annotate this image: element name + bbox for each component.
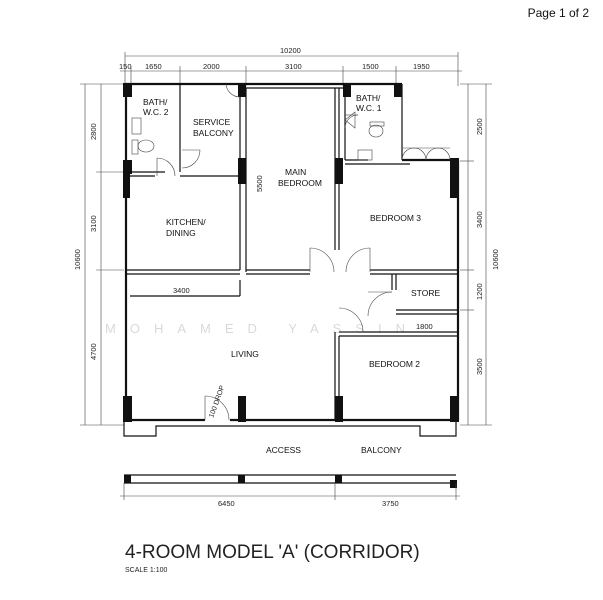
room-bath-wc1-line2: W.C. 1	[356, 103, 382, 113]
plan-scale: SCALE 1:100	[125, 567, 168, 574]
door-drop-text: 100 DROP	[208, 384, 226, 419]
plan-title: 4-ROOM MODEL 'A' (CORRIDOR)	[125, 542, 420, 563]
dim-top-seg-2: 2000	[203, 62, 220, 71]
room-bath-wc1-line1: BATH/	[356, 93, 381, 103]
room-bedroom3: BEDROOM 3	[370, 213, 421, 223]
doors	[156, 83, 451, 421]
room-kitchen-dining-line2: DINING	[166, 228, 196, 238]
dim-inner-3400: 3400	[173, 286, 190, 295]
dim-left-seg-2: 4700	[89, 343, 98, 360]
room-service-balcony-line1: SERVICE	[193, 117, 230, 127]
bottom-dimensions: 6450 3750	[120, 474, 460, 508]
dim-right-total: 10600	[491, 249, 500, 270]
dim-bottom-seg-0: 6450	[218, 499, 235, 508]
room-service-balcony-line2: BALCONY	[193, 128, 234, 138]
room-living: LIVING	[231, 349, 259, 359]
interior-walls	[126, 84, 458, 420]
dim-right-seg-2: 1200	[475, 283, 484, 300]
room-labels: BATH/ W.C. 2 SERVICE BALCONY MAIN BEDROO…	[143, 93, 440, 455]
dim-inner-5500: 5500	[255, 175, 264, 192]
left-dimensions: 10600 2800 3100 4700	[73, 83, 124, 426]
room-kitchen-dining-line1: KITCHEN/	[166, 217, 206, 227]
dim-left-total: 10600	[73, 249, 82, 270]
dim-top-seg-0: 150	[119, 62, 132, 71]
columns	[123, 83, 459, 422]
outer-walls	[123, 82, 460, 437]
room-main-bedroom-line2: BEDROOM	[278, 178, 322, 188]
dim-left-seg-0: 2800	[89, 123, 98, 140]
room-store: STORE	[411, 288, 440, 298]
dim-top-seg-3: 3100	[285, 62, 302, 71]
dim-right-seg-0: 2500	[475, 118, 484, 135]
room-bedroom2: BEDROOM 2	[369, 359, 420, 369]
dim-top-seg-5: 1950	[413, 62, 430, 71]
page-indicator: Page 1 of 2	[527, 6, 589, 20]
room-access: ACCESS	[266, 445, 301, 455]
room-balcony: BALCONY	[361, 445, 402, 455]
dim-top-total: 10200	[280, 46, 301, 55]
top-dimensions: 10200 150 1650 2000 3100 1500 1950	[119, 46, 462, 86]
dim-left-seg-1: 3100	[89, 215, 98, 232]
watermark: MOHAMED YASSIN	[105, 321, 419, 336]
dim-right-seg-1: 3400	[475, 211, 484, 228]
door-drop-label: 100 DROP	[208, 384, 226, 419]
room-main-bedroom-line1: MAIN	[285, 167, 306, 177]
right-dimensions: 10600 2500 3400 1200 3500	[460, 83, 500, 426]
room-bath-wc2-line1: BATH/	[143, 97, 168, 107]
dim-top-seg-4: 1500	[362, 62, 379, 71]
dim-top-seg-1: 1650	[145, 62, 162, 71]
dim-bottom-seg-1: 3750	[382, 499, 399, 508]
dim-right-seg-3: 3500	[475, 358, 484, 375]
room-bath-wc2-line2: W.C. 2	[143, 107, 169, 117]
fixtures	[131, 111, 385, 161]
dim-inner-1800: 1800	[416, 322, 433, 331]
